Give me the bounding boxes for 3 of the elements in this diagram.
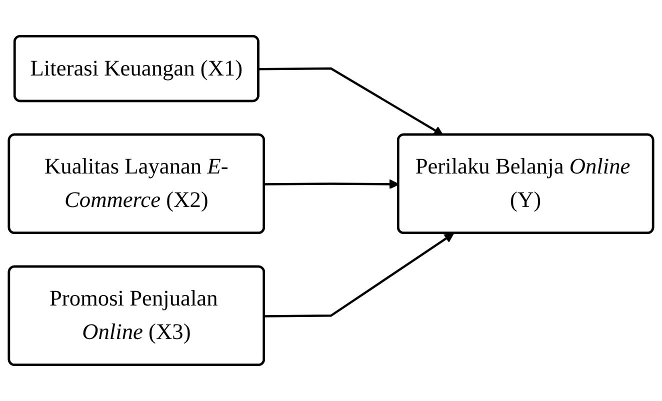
arrow	[264, 233, 454, 318]
arrow	[258, 67, 444, 136]
arrow	[264, 179, 400, 190]
